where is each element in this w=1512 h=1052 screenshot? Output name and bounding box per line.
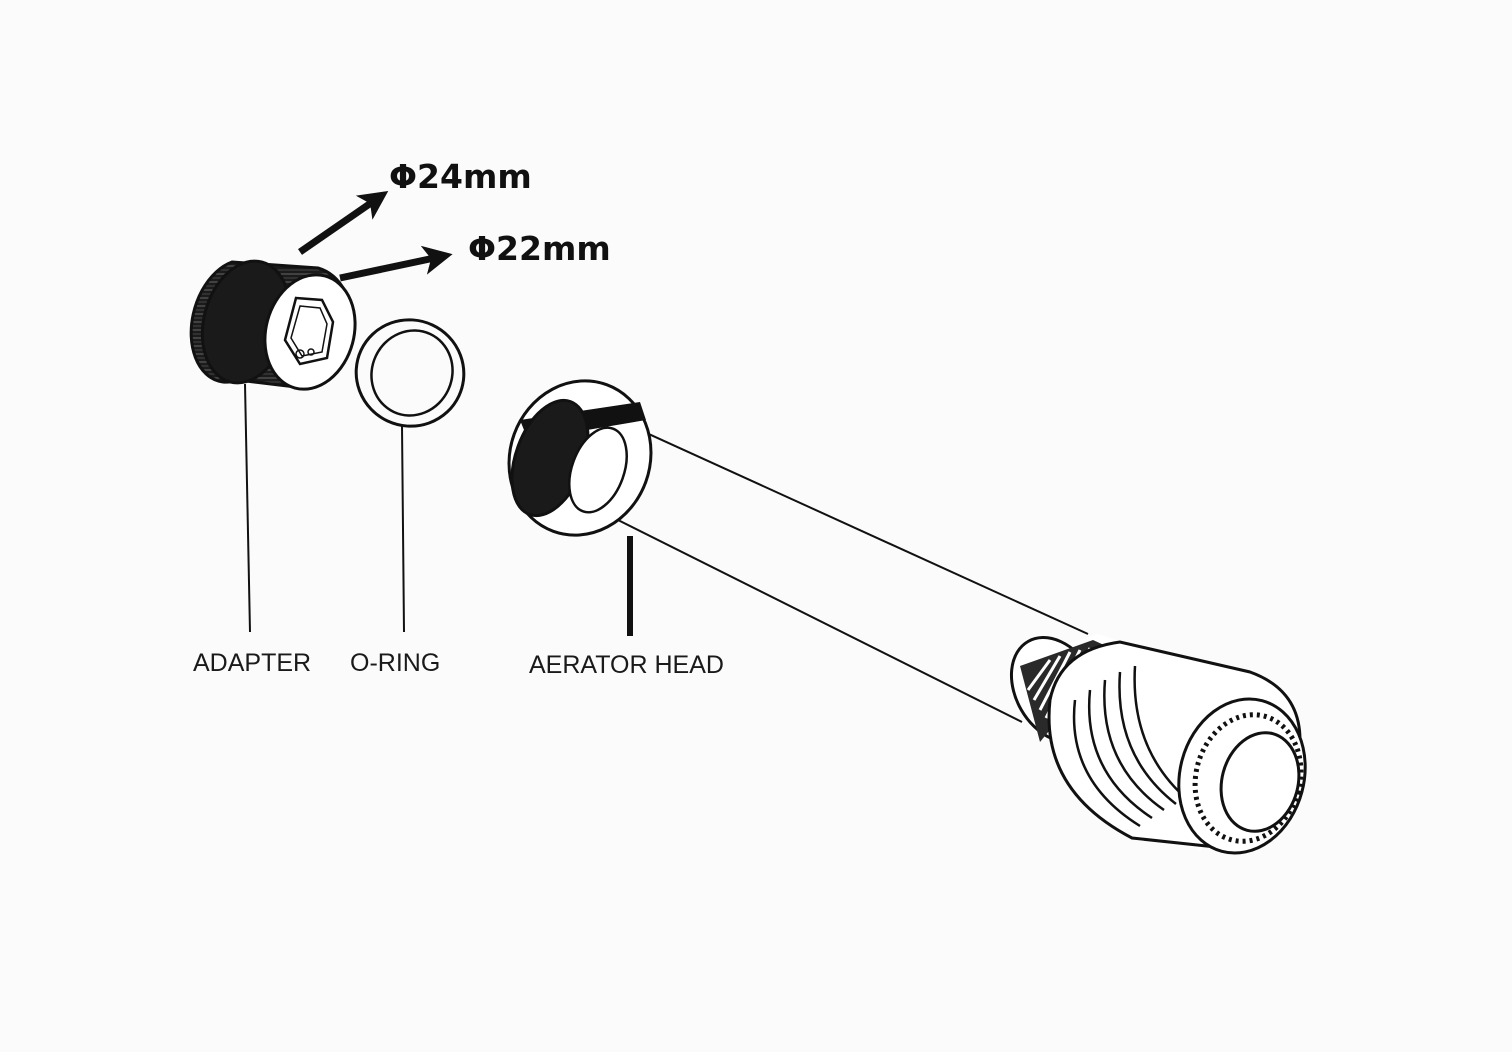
- outer-diameter-label: Φ24mm: [389, 157, 532, 196]
- adapter-label: ADAPTER: [193, 649, 311, 677]
- leader-lines: [244, 383, 633, 636]
- inner-diameter-label: Φ22mm: [468, 229, 611, 268]
- o-ring-label: O-RING: [350, 649, 440, 677]
- threads-icon: [1072, 665, 1189, 828]
- dimension-arrows: [298, 190, 453, 282]
- o-ring-illustration: [354, 318, 466, 428]
- aerator-head-label: AERATOR HEAD: [529, 651, 724, 679]
- adapter-leader-line: [244, 383, 251, 633]
- aerator-head-illustration: [507, 379, 1307, 855]
- adapter-illustration: [189, 259, 357, 391]
- o-ring-leader-line: [401, 425, 405, 633]
- inner-diameter-arrow: [339, 245, 453, 282]
- outer-diameter-arrow: [298, 190, 389, 255]
